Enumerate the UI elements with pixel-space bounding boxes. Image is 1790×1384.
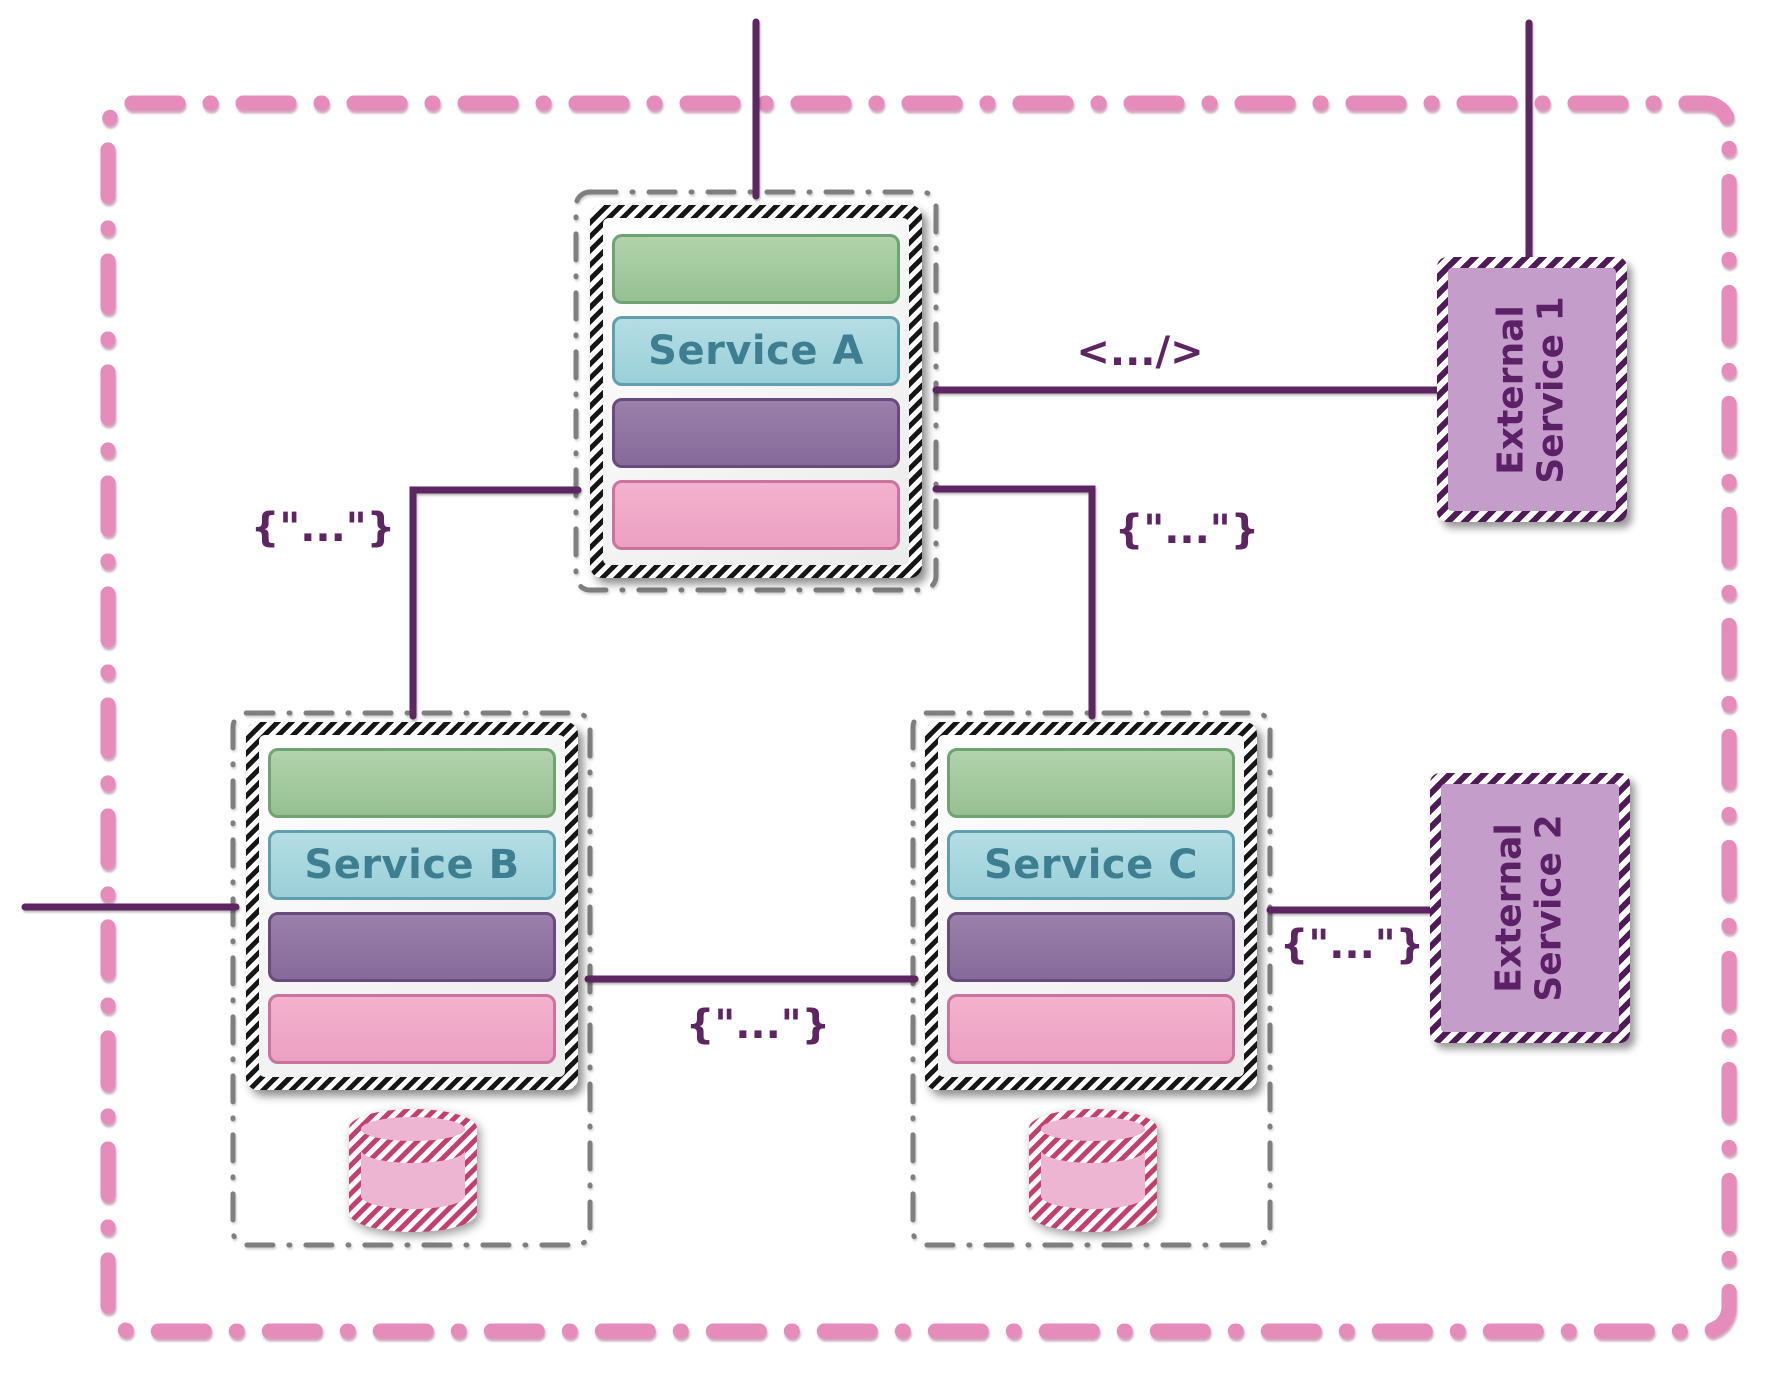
label-service-a-service-b: {"..."} [250, 505, 396, 551]
external-service-1-box: External Service 1 [1437, 257, 1627, 522]
service-a-layer-green [612, 233, 900, 304]
service-c-stack: Service C [938, 735, 1244, 1077]
service-a-layer-purple [612, 397, 900, 468]
service-a-layer-pink [612, 479, 900, 550]
connection-service-a-service-c [932, 485, 1096, 720]
service-b-box: Service B [246, 722, 578, 1090]
label-service-a-external-service-1: <.../> [1076, 329, 1204, 375]
service-b-layer-purple [268, 912, 556, 982]
service-c-layer-pink [947, 994, 1235, 1064]
service-b-database-icon [349, 1109, 477, 1232]
service-a-label-bar: Service A [612, 315, 900, 386]
external-service-1-body: External Service 1 [1448, 268, 1616, 511]
system-boundary-border [100, 95, 1737, 1339]
service-c-label: Service C [983, 842, 1199, 888]
external-service-2-body: External Service 2 [1441, 784, 1619, 1032]
service-c-box: Service C [925, 722, 1257, 1090]
service-a-box: Service A [590, 205, 922, 578]
connection-service-a-service-b [409, 486, 582, 720]
service-b-stack: Service B [259, 735, 565, 1077]
label-service-b-service-c: {"..."} [685, 1002, 831, 1048]
service-c-layer-green [947, 748, 1235, 818]
external-service-1-label: External Service 1 [1490, 295, 1572, 484]
service-c-label-bar: Service C [947, 830, 1235, 900]
label-service-c-external-service-2: {"..."} [1279, 922, 1425, 968]
service-c-layer-purple [947, 912, 1235, 982]
service-b-label: Service B [304, 842, 520, 888]
service-c-database-icon [1029, 1109, 1157, 1232]
service-a-label: Service A [648, 327, 864, 374]
external-service-2-label: External Service 2 [1488, 814, 1570, 1002]
label-service-a-service-c: {"..."} [1114, 507, 1260, 553]
external-service-2-box: External Service 2 [1430, 773, 1630, 1043]
service-a-stack: Service A [603, 218, 909, 565]
service-b-label-bar: Service B [268, 830, 556, 900]
service-b-layer-pink [268, 994, 556, 1064]
service-b-layer-green [268, 748, 556, 818]
